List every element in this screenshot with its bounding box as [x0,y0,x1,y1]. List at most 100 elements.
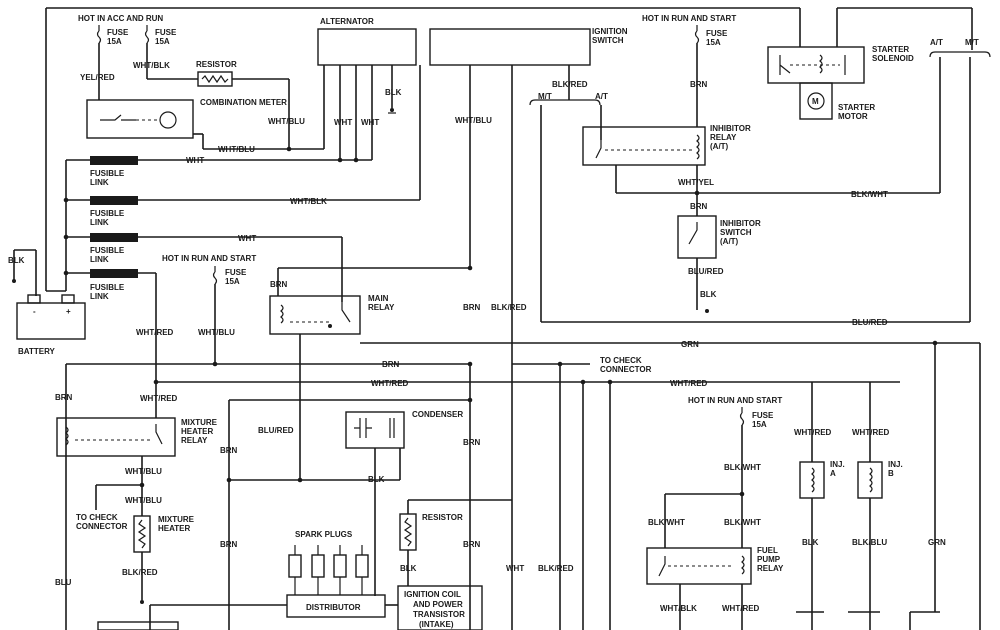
label-inj-b-1: INJ. [888,460,903,469]
label-resistor-bottom: RESISTOR [422,513,463,522]
wire-label-wht-blk-fl2: WHT/BLK [290,197,327,206]
wire-label-wht-blu-meter: WHT/BLU [218,145,255,154]
label-fuse-2: FUSE [155,28,177,37]
distributor [286,594,386,618]
fuel-pump-relay [646,547,752,585]
wire-label-blk-inj-a: BLK [802,538,819,547]
label-fuse-2-rating: 15A [155,37,170,46]
label-at-1: A/T [595,92,608,101]
wire-label-blk-alt: BLK [385,88,402,97]
wire-label-blk-res: BLK [400,564,417,573]
label-fuse-5: FUSE [752,411,774,420]
fusible-link-2 [90,196,138,205]
wire-label-wht-blk-fp: WHT/BLK [660,604,697,613]
label-inj-b-2: B [888,469,894,478]
label-hot-acc-run: HOT IN ACC AND RUN [78,14,163,23]
wire-label-wht-red-right: WHT/RED [670,379,708,388]
ground-bat [12,279,16,283]
fuse-5 [739,407,745,548]
label-fuse-4: FUSE [225,268,247,277]
svg-text:-: - [33,307,36,316]
label-alternator: ALTERNATOR [320,17,374,26]
label-fuse-3: FUSE [706,29,728,38]
ignition-coil-left [97,621,179,630]
wire-label-brn-ign3: BRN [463,438,481,447]
label-fusible-1a: FUSIBLE [90,169,125,178]
label-inhibitor-switch-3: (A/T) [720,237,739,246]
wire-label-yel-red: YEL/RED [80,73,115,82]
label-ignition-coil-2: AND POWER [413,600,463,609]
label-to-check-connector-1: TO CHECK [600,356,642,365]
wire-label-blk-bat: BLK [8,256,25,265]
wire-label-blk-wht-fp3: BLK/WHT [724,518,761,527]
label-hot-run-start-top: HOT IN RUN AND START [642,14,736,23]
label-starter-solenoid-2: SOLENOID [872,54,914,63]
label-mixture-heater-relay-1: MIXTURE [181,418,218,427]
label-at-2: A/T [930,38,943,47]
wire-label-wht-red-mid: WHT/RED [371,379,409,388]
mixture-heater-relay [56,417,176,457]
label-fusible-2a: FUSIBLE [90,209,125,218]
wire-label-wht-blu-mh1: WHT/BLU [125,467,162,476]
fusible-link-4 [90,269,138,278]
label-ignition-switch-1: IGNITION [592,27,628,36]
label-hot-run-start-mid: HOT IN RUN AND START [162,254,256,263]
wire-label-brn-dist-2: BRN [220,540,238,549]
label-mixture-heater-2: HEATER [158,524,191,533]
wire-label-wht-red-main: WHT/RED [136,328,174,337]
label-to-check-connector-3: TO CHECK [76,513,118,522]
wire-label-brn-dist: BRN [220,446,238,455]
label-ignition-coil-1: IGNITION COIL [404,590,461,599]
combination-meter [86,99,194,139]
wire-label-blu-red-right: BLU/RED [852,318,888,327]
wire-label-blk-wht-fp1: BLK/WHT [724,463,761,472]
label-inhibitor-relay-2: RELAY [710,133,737,142]
label-starter-solenoid-1: STARTER [872,45,909,54]
wire-label-brn-left: BRN [55,393,73,402]
label-fusible-3a: FUSIBLE [90,246,125,255]
wire-label-wht-red-inj-a: WHT/RED [794,428,832,437]
label-resistor-top: RESISTOR [196,60,237,69]
label-fusible-2b: LINK [90,218,109,227]
wire-label-grn-top: GRN [681,340,699,349]
wire-label-wht-yel: WHT/YEL [678,178,714,187]
wire-label-wht-blu-mh2: WHT/BLU [125,496,162,505]
label-fuse-5-rating: 15A [752,420,767,429]
label-fuse-3-rating: 15A [706,38,721,47]
fuse-2 [144,25,150,79]
label-inhibitor-switch-1: INHIBITOR [720,219,761,228]
wire-label-blu-red-sw: BLU/RED [688,267,724,276]
wire-label-wht-blu-ign: WHT/BLU [455,116,492,125]
battery: - + [16,294,86,340]
label-hot-run-start-right: HOT IN RUN AND START [688,396,782,405]
wire-label-brn-inh: BRN [690,80,708,89]
wire-label-blk-blu-inj-b: BLK/BLU [852,538,887,547]
wire-label-blk-sw: BLK [700,290,717,299]
wire-label-grn-right: GRN [928,538,946,547]
condenser [345,411,405,449]
fuse-4 [212,266,218,364]
wire-label-wht-fl1: WHT [186,156,204,165]
label-ignition-coil-3: TRANSISTOR [413,610,465,619]
label-spark-plugs: SPARK PLUGS [295,530,353,539]
label-fuse-1: FUSE [107,28,129,37]
label-fusible-1b: LINK [90,178,109,187]
wire-label-blk-red-ign2: BLK/RED [491,303,527,312]
wire-label-brn-mid: BRN [382,360,400,369]
wire-label-wht-blu-res: WHT/BLU [268,117,305,126]
label-starter-motor-2: MOTOR [838,112,868,121]
label-fuse-1-rating: 15A [107,37,122,46]
fuse-3 [694,25,700,127]
label-mixture-heater-relay-2: HEATER [181,427,214,436]
wire-label-wht-red-mh: WHT/RED [140,394,178,403]
resistor-top [147,71,290,149]
label-distributor: DISTRIBUTOR [306,603,361,612]
label-inhibitor-relay-1: INHIBITOR [710,124,751,133]
label-mt-2: M/T [965,38,979,47]
wire-label-wht-alt-1: WHT [334,118,352,127]
label-fuse-4-rating: 15A [225,277,240,286]
wire-label-blu-red-mid: BLU/RED [258,426,294,435]
label-ignition-switch-2: SWITCH [592,36,624,45]
label-fuel-pump-relay-2: PUMP [757,555,781,564]
label-mixture-heater-1: MIXTURE [158,515,195,524]
